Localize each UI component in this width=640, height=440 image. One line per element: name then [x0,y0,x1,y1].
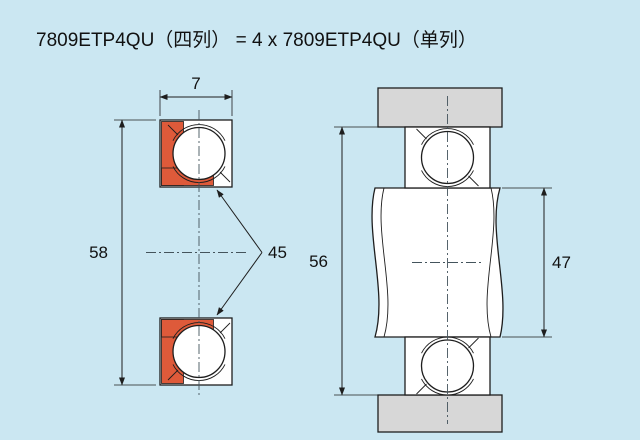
cage-prong-line [219,322,231,334]
cage-prong-line [468,175,479,187]
left-bearing-diagram: 7 58 45 [89,74,287,396]
dim-housing-shoulder-label: 56 [309,252,328,271]
housing-top [377,87,503,128]
dimension-bore: 45 [216,189,287,316]
housing-bottom [377,394,503,433]
cage-prong-line [416,128,427,140]
cage-prong-line [468,337,479,349]
left-bottom-section [159,317,233,386]
dimension-shaft-shoulder: 47 [502,187,571,338]
dimension-width: 7 [159,74,233,116]
shaft-break-line [380,187,389,338]
section-outline [159,317,233,386]
shaft-break-line [486,187,495,338]
leader-line [216,252,263,316]
cage-prong-line [167,369,179,381]
left-top-section [159,119,233,188]
dimension-outer-diameter: 58 [89,119,156,386]
dim-width-label: 7 [191,74,200,93]
cage-prong-line [416,383,427,395]
drawing-title: 7809ETP4QU（四列） = 4 x 7809ETP4QU（单列） [36,29,477,51]
leader-line [216,189,263,253]
section-outline [159,119,233,188]
dim-bore-label: 45 [268,243,287,262]
right-bearing-assembly: 56 47 [309,87,571,433]
dim-outer-diameter-label: 58 [89,243,108,262]
dim-shaft-shoulder-label: 47 [552,253,571,272]
cage-prong-line [167,124,179,136]
cage-prong-line [219,171,231,183]
dimension-housing-shoulder: 56 [309,126,402,396]
